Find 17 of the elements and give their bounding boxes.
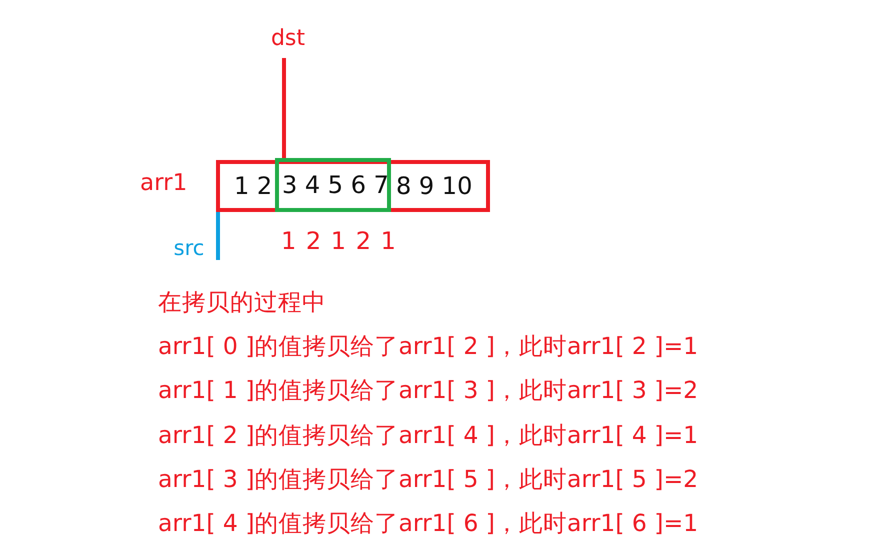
- explanation-line: arr1[ 2 ]的值拷贝给了arr1[ 4 ]，此时arr1[ 4 ]=1: [158, 420, 698, 450]
- array-values: 1 2: [234, 171, 272, 202]
- array-name: arr1: [140, 169, 188, 198]
- explanation-line: 在拷贝的过程中: [158, 287, 326, 317]
- pointer-label: dst: [268, 24, 308, 54]
- explanation-line: arr1[ 3 ]的值拷贝给了arr1[ 5 ]，此时arr1[ 5 ]=2: [158, 464, 698, 494]
- array-values: 8 9 10: [396, 171, 472, 202]
- array-values: 3 4 5 6 7: [282, 170, 389, 201]
- highlight-box: [275, 158, 391, 212]
- explanation-line: arr1[ 4 ]的值拷贝给了arr1[ 6 ]，此时arr1[ 6 ]=1: [158, 508, 698, 538]
- leader-line: [282, 58, 286, 158]
- pointer-label: src: [170, 234, 208, 262]
- explanation-line: arr1[ 1 ]的值拷贝给了arr1[ 3 ]，此时arr1[ 3 ]=2: [158, 375, 698, 406]
- explanation-line: arr1[ 0 ]的值拷贝给了arr1[ 2 ]，此时arr1[ 2 ]=1: [158, 331, 698, 362]
- value-annotation: 1 2 1 2 1: [281, 226, 397, 256]
- leader-line: [216, 212, 220, 260]
- array-box: [216, 160, 490, 212]
